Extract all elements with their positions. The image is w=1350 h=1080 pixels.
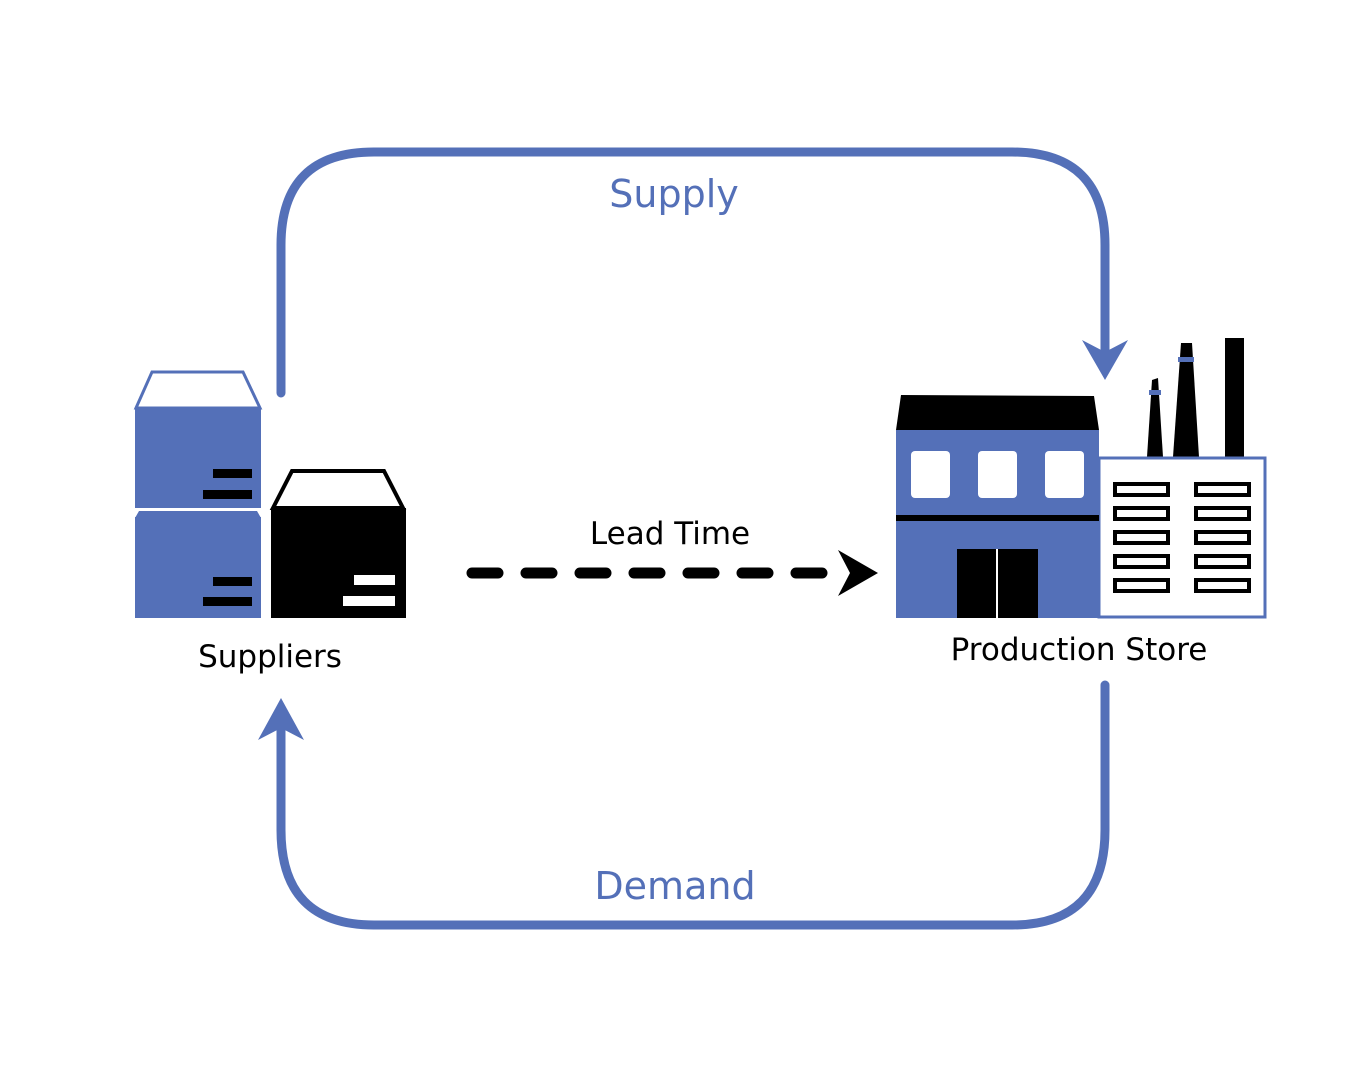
annex-windows (1113, 482, 1251, 593)
demand-arrowhead-icon (258, 698, 304, 740)
supply-arrow-path (276, 147, 1110, 398)
suppliers-label: Suppliers (198, 639, 342, 675)
supply-arrowhead-icon (1082, 340, 1128, 380)
supply-label: Supply (609, 172, 739, 216)
lead-time-label: Lead Time (589, 516, 751, 552)
stacked-boxes-icon (133, 370, 407, 618)
factory-icon (896, 338, 1267, 619)
demand-label: Demand (594, 864, 756, 908)
box-lid (269, 469, 407, 510)
lead-time-arrowhead-icon (838, 550, 878, 596)
demand-arrow-path (276, 680, 1110, 930)
factory-roof (896, 395, 1099, 430)
box-lid (133, 370, 263, 410)
production-store-label: Production Store (950, 632, 1208, 668)
